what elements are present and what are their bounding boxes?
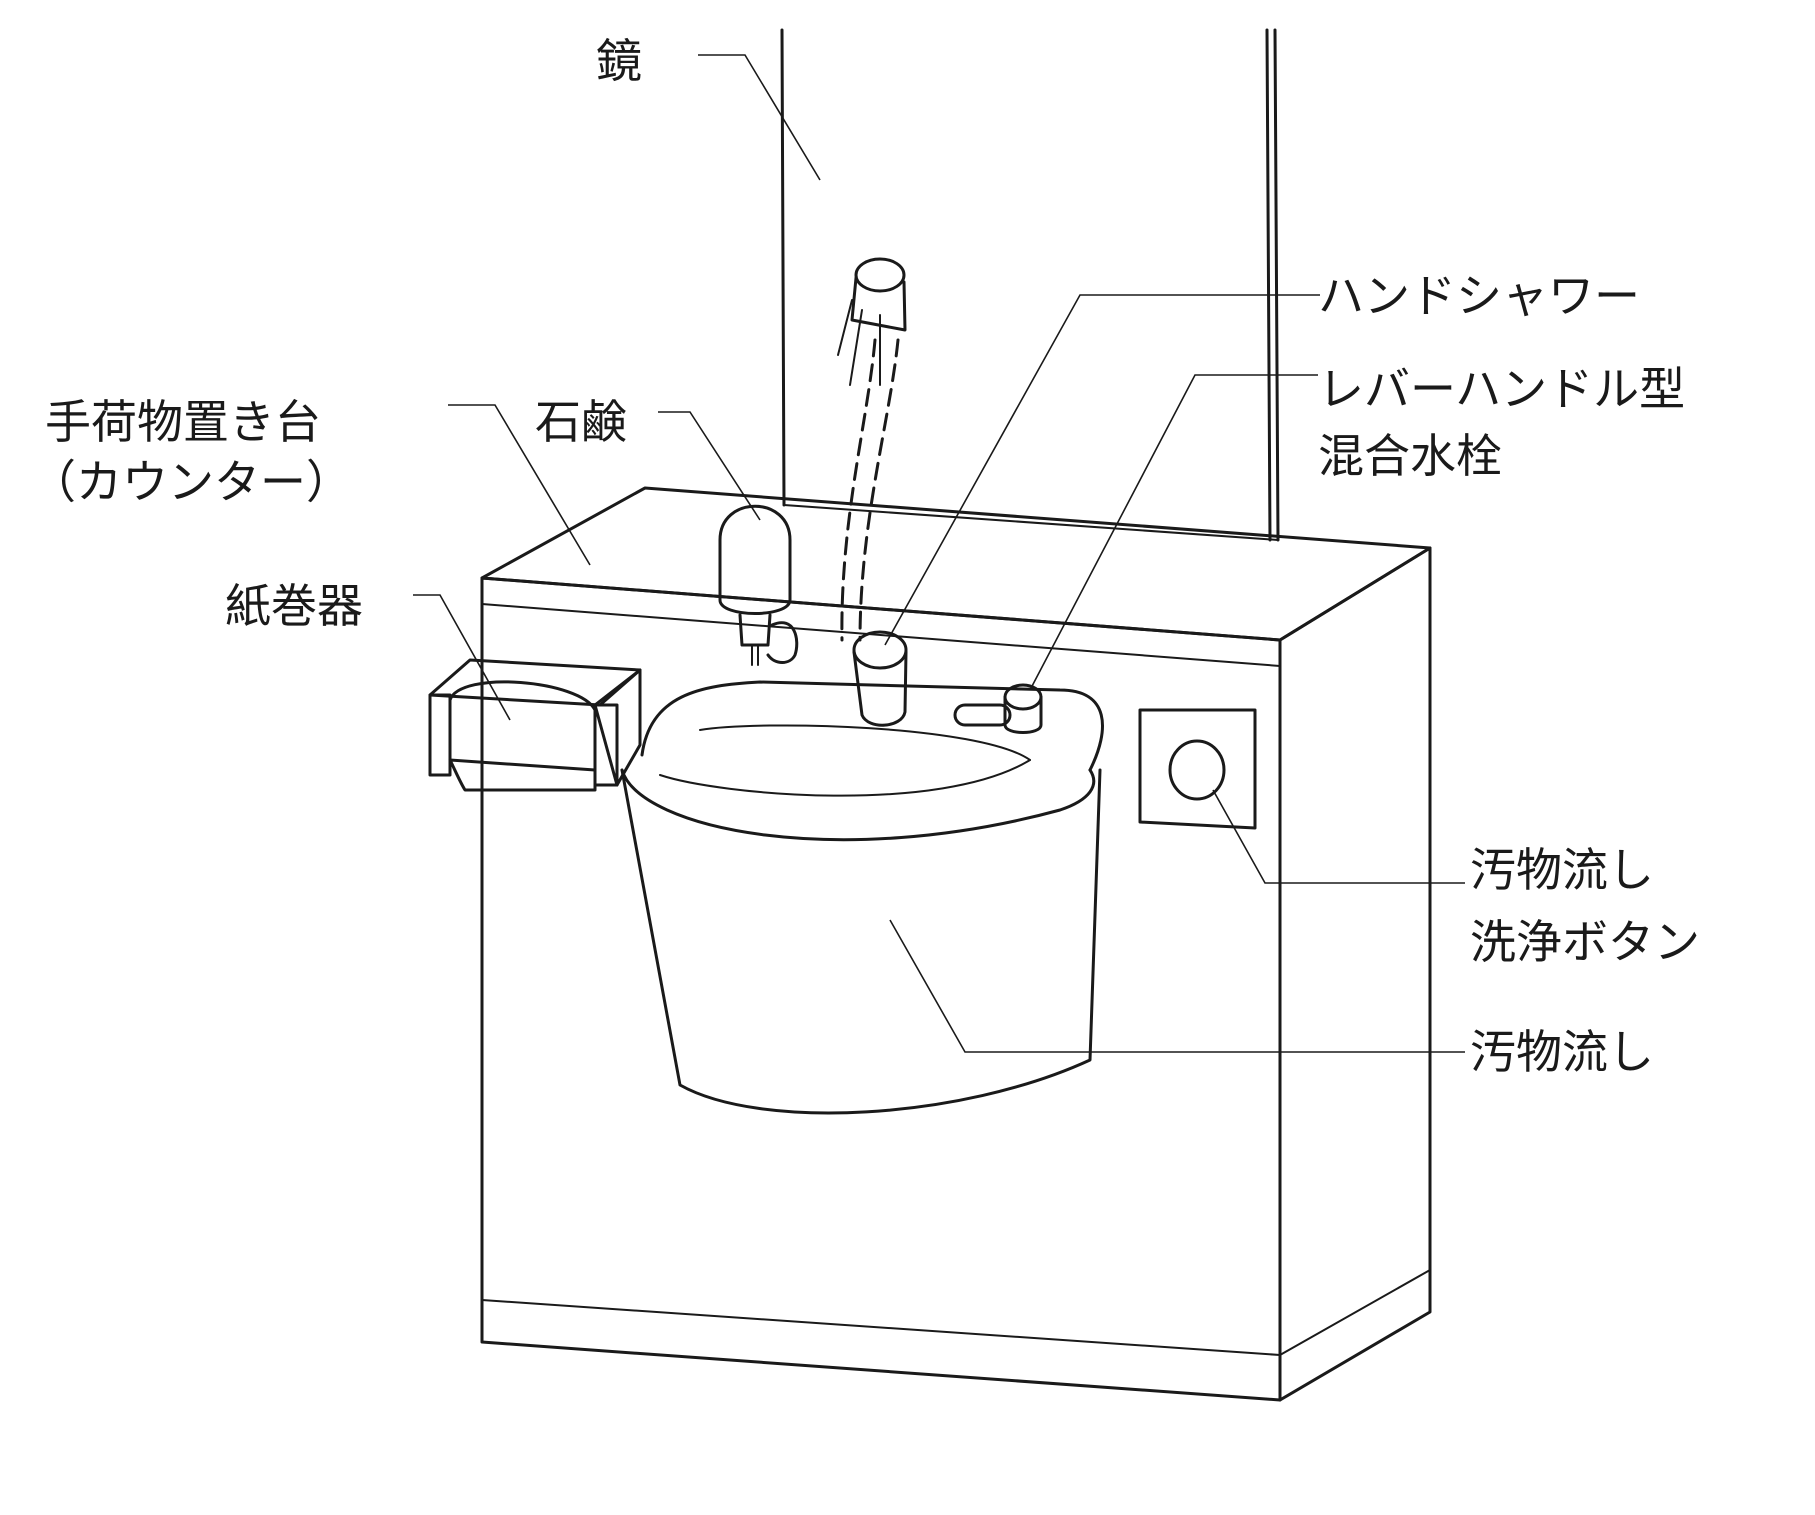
leader-soap: [658, 411, 761, 521]
leader-counter: [448, 404, 591, 566]
leader-slop-sink: [889, 919, 1465, 1053]
label-counter-1: 手荷物置き台: [45, 395, 321, 449]
mirror: [780, 28, 1280, 542]
lever-faucet: [953, 683, 1043, 734]
leader-lines: [413, 54, 1465, 1053]
paper-holder: [428, 658, 642, 792]
flush-button-panel: [1138, 708, 1257, 830]
label-counter-2: （カウンター）: [30, 455, 352, 509]
leader-paper-holder: [413, 594, 511, 721]
label-lever-faucet-1: レバーハンドル型: [1318, 362, 1685, 416]
label-flush-button-1: 汚物流し: [1470, 843, 1654, 897]
soap-dispenser: [718, 504, 799, 666]
slop-sink: [620, 680, 1104, 1115]
label-mirror: 鏡: [596, 34, 642, 88]
label-hand-shower: ハンドシャワー: [1318, 269, 1640, 323]
leader-hand-shower: [884, 294, 1320, 646]
label-slop-sink: 汚物流し: [1470, 1025, 1654, 1079]
label-lever-faucet-2: 混合水栓: [1318, 429, 1502, 483]
cabinet: [480, 486, 1432, 1402]
label-flush-button-2: 洗浄ボタン: [1470, 915, 1700, 969]
label-soap: 石鹸: [535, 395, 627, 449]
hand-shower: [837, 257, 908, 727]
leader-lever-faucet: [1029, 374, 1318, 691]
leader-mirror: [698, 54, 821, 181]
leader-flush-button: [1212, 789, 1465, 884]
label-paper-holder: 紙巻器: [225, 579, 363, 633]
